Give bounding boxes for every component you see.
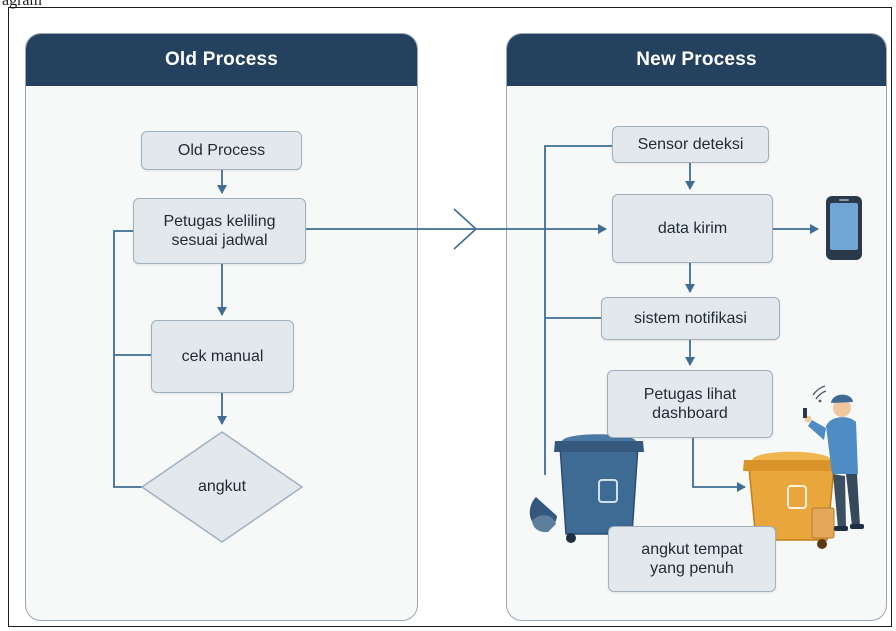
new-step-petugas-lihat-dashboard: Petugas lihat dashboard xyxy=(607,370,773,438)
new-process-header: New Process xyxy=(507,34,886,86)
new-step-sensor-deteksi: Sensor deteksi xyxy=(612,126,769,163)
smartphone-icon xyxy=(826,196,862,260)
new-step-angkut-tempat-penuh: angkut tempat yang penuh xyxy=(608,526,776,592)
old-step-old-process: Old Process xyxy=(141,131,302,170)
old-step-petugas-keliling: Petugas keliling sesuai jadwal xyxy=(133,198,306,264)
old-step-cek-manual: cek manual xyxy=(151,320,294,393)
worker-icon xyxy=(803,394,864,531)
wifi-signal-icon xyxy=(812,385,827,403)
angkut-decision-shape xyxy=(140,431,304,543)
old-step-angkut: angkut xyxy=(197,478,247,495)
new-process-connectors xyxy=(544,145,819,492)
new-step-data-kirim: data kirim xyxy=(612,194,773,263)
old-process-connectors xyxy=(113,170,607,488)
caption-fragment: agram xyxy=(2,0,42,9)
figure-frame xyxy=(8,7,892,627)
old-process-header: Old Process xyxy=(26,34,417,86)
new-step-sistem-notifikasi: sistem notifikasi xyxy=(601,297,780,340)
